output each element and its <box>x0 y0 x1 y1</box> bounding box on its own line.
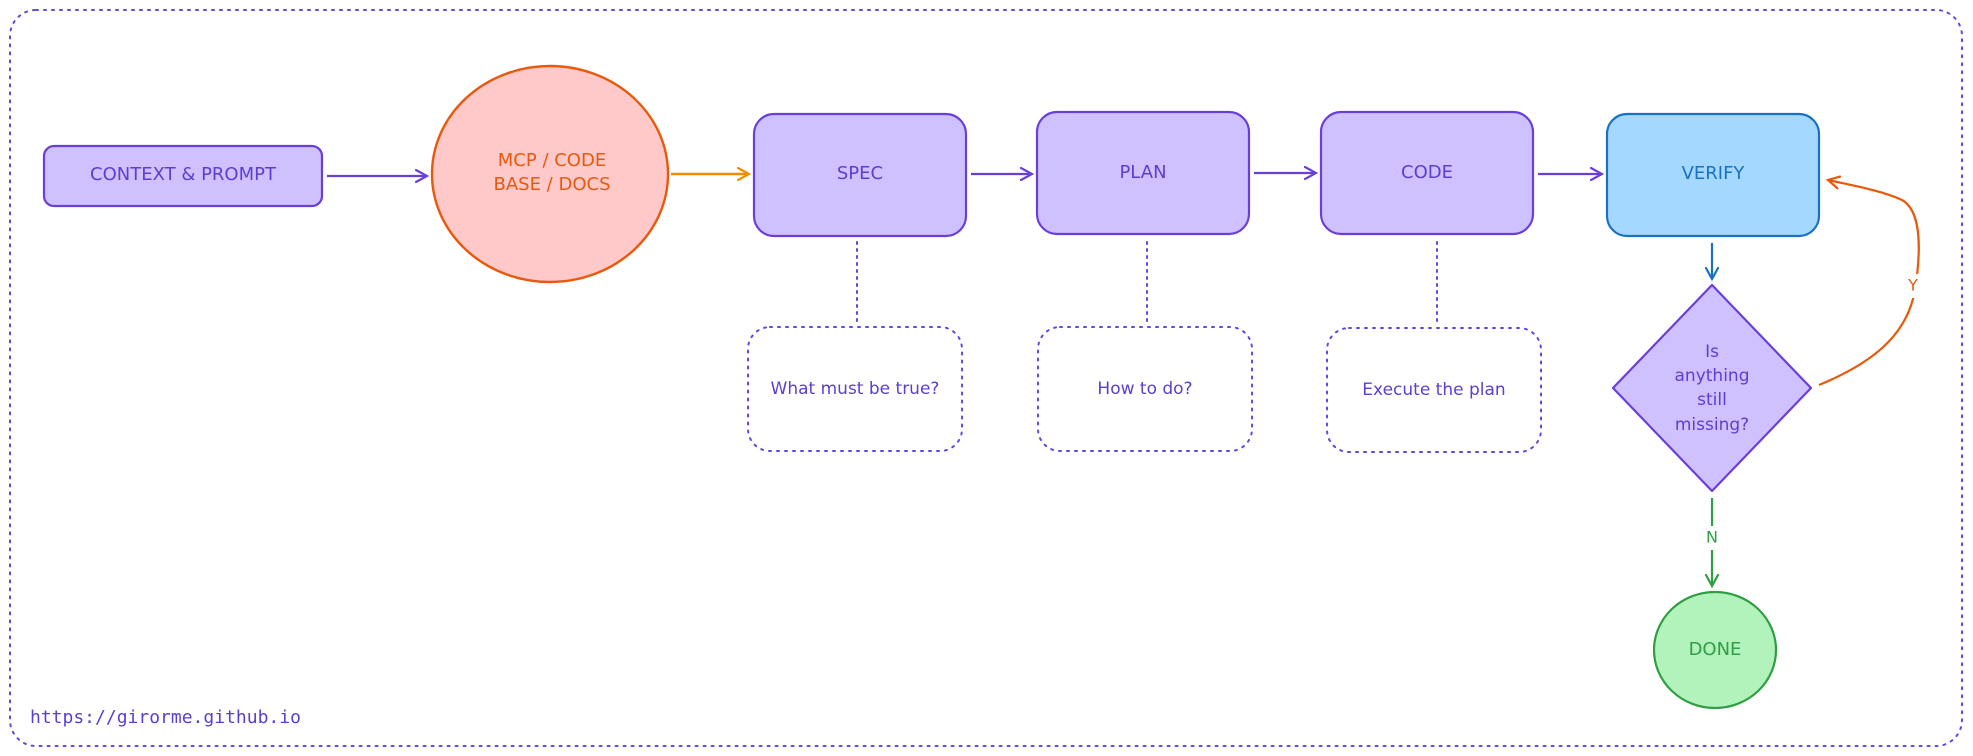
code-note-text: Execute the plan <box>1362 380 1505 400</box>
spec-note-text: What must be true? <box>771 379 940 399</box>
context-prompt-node: CONTEXT & PROMPT <box>42 144 324 208</box>
code-label: CODE <box>1401 162 1453 183</box>
yes-label-bg <box>1903 274 1925 298</box>
done-label: DONE <box>1689 639 1742 660</box>
spec-note: What must be true? <box>747 326 963 452</box>
done-node: DONE <box>1652 590 1778 710</box>
no-label-bg <box>1701 526 1723 550</box>
mcp-label-line1: MCP / CODE <box>498 150 606 171</box>
plan-label: PLAN <box>1119 162 1166 183</box>
spec-node: SPEC <box>752 112 968 238</box>
code-note: Execute the plan <box>1326 327 1542 453</box>
plan-note-text: How to do? <box>1097 379 1192 399</box>
decision-label-line4: missing? <box>1675 415 1749 435</box>
decision-label-line3: still <box>1697 390 1727 410</box>
code-node: CODE <box>1319 110 1535 236</box>
decision-node: Is anything still missing? <box>1611 283 1813 493</box>
decision-label-line2: anything <box>1675 366 1750 386</box>
verify-label: VERIFY <box>1682 163 1746 184</box>
spec-label: SPEC <box>837 163 883 184</box>
mcp-label-line2: BASE / DOCS <box>494 174 611 195</box>
no-label: N <box>1706 528 1718 547</box>
footer-url[interactable]: https://girorme.github.io <box>30 707 301 728</box>
decision-label-line1: Is <box>1705 342 1719 362</box>
arrow-yes-to-verify <box>1818 180 1920 387</box>
yes-label: Y <box>1907 276 1918 295</box>
outer-frame <box>9 9 1963 747</box>
mcp-codebase-docs-node: MCP / CODE BASE / DOCS <box>430 64 670 284</box>
verify-node: VERIFY <box>1605 112 1821 238</box>
plan-node: PLAN <box>1035 110 1251 236</box>
context-prompt-label: CONTEXT & PROMPT <box>90 164 277 185</box>
plan-note: How to do? <box>1037 326 1253 452</box>
